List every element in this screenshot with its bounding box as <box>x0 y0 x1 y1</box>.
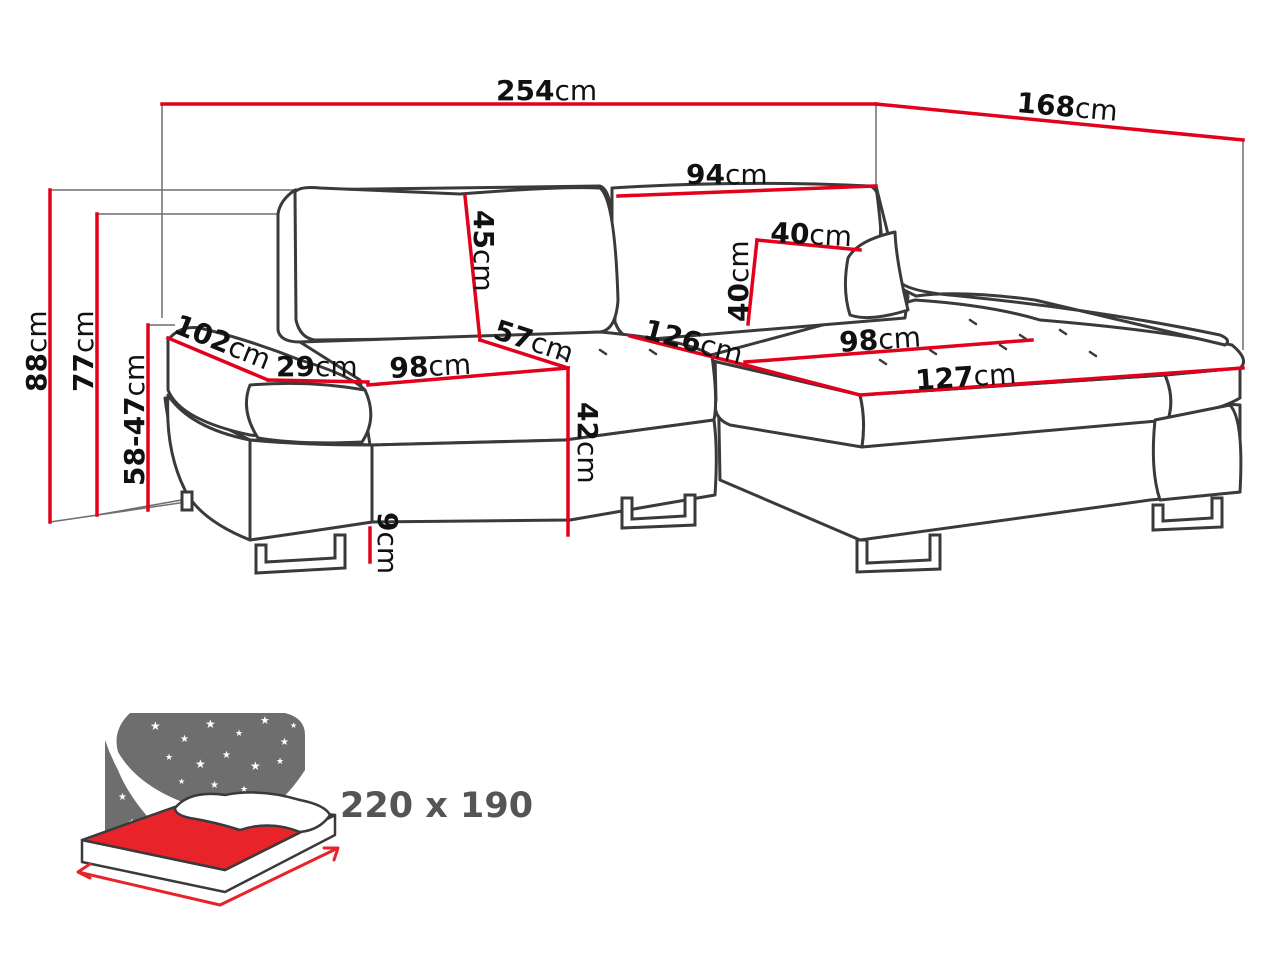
depth-line <box>874 102 1245 142</box>
chaise-length-label: 127cm <box>914 357 1017 397</box>
pillow-width-label: 40cm <box>770 216 853 253</box>
leg-height-label: 9cm <box>371 512 404 574</box>
svg-text:★: ★ <box>240 785 248 795</box>
chaise-front-line <box>742 362 863 398</box>
corner-length-line <box>627 333 748 368</box>
svg-text:★: ★ <box>210 780 219 791</box>
sleeping-area-label: 220 x 190 <box>340 786 534 826</box>
seat-width-left-line <box>366 366 570 387</box>
dimension-lines <box>48 102 1245 564</box>
construction-lines <box>49 104 1244 523</box>
sofa-drawing <box>163 181 1246 575</box>
svg-text:★: ★ <box>276 757 284 767</box>
svg-text:★: ★ <box>235 729 243 739</box>
svg-text:★: ★ <box>165 753 173 763</box>
total-width-label: 254cm <box>496 74 597 107</box>
svg-text:★: ★ <box>290 721 297 730</box>
back-height-label: 77cm <box>67 310 100 392</box>
svg-text:★: ★ <box>178 777 185 786</box>
svg-text:★: ★ <box>150 719 161 733</box>
back-cushion-width-label: 94cm <box>686 158 768 191</box>
back-cushion-width-line <box>616 184 878 198</box>
bed-function-icon: ★ ★ ★ ★ ★ ★ ★ ★ ★ ★ ★ ★ ★ ★ ★ ★ ★ <box>76 713 340 907</box>
seat-height-label: 42cm <box>571 402 604 484</box>
svg-text:★: ★ <box>250 759 261 773</box>
svg-text:★: ★ <box>260 714 270 727</box>
depth-label: 168cm <box>1015 86 1119 128</box>
seat-width-right-label: 98cm <box>838 320 922 359</box>
svg-text:★: ★ <box>280 737 289 748</box>
pillow-width-line <box>755 238 862 252</box>
svg-text:★: ★ <box>222 750 231 761</box>
pillow-height-line <box>746 238 759 326</box>
corner-length-label: 126cm <box>640 313 746 371</box>
backrest-height-line <box>463 194 482 342</box>
armrest-width-line <box>266 378 370 384</box>
pillow-height-label: 40cm <box>722 240 755 322</box>
seat-depth-line <box>477 337 571 371</box>
chaise-length-line <box>858 366 1245 397</box>
svg-text:★: ★ <box>180 734 189 745</box>
total-height-label: 88cm <box>20 310 53 392</box>
armrest-height-label: 58-47cm <box>118 354 151 486</box>
svg-text:★: ★ <box>205 717 216 731</box>
svg-text:★: ★ <box>195 757 206 771</box>
backrest-height-label: 45cm <box>467 210 500 292</box>
armrest-depth-line <box>165 335 271 383</box>
seat-width-right-line <box>743 338 1034 364</box>
armrest-width-label: 29cm <box>276 350 358 383</box>
svg-text:★: ★ <box>118 792 127 803</box>
seat-width-left-label: 98cm <box>389 348 472 385</box>
